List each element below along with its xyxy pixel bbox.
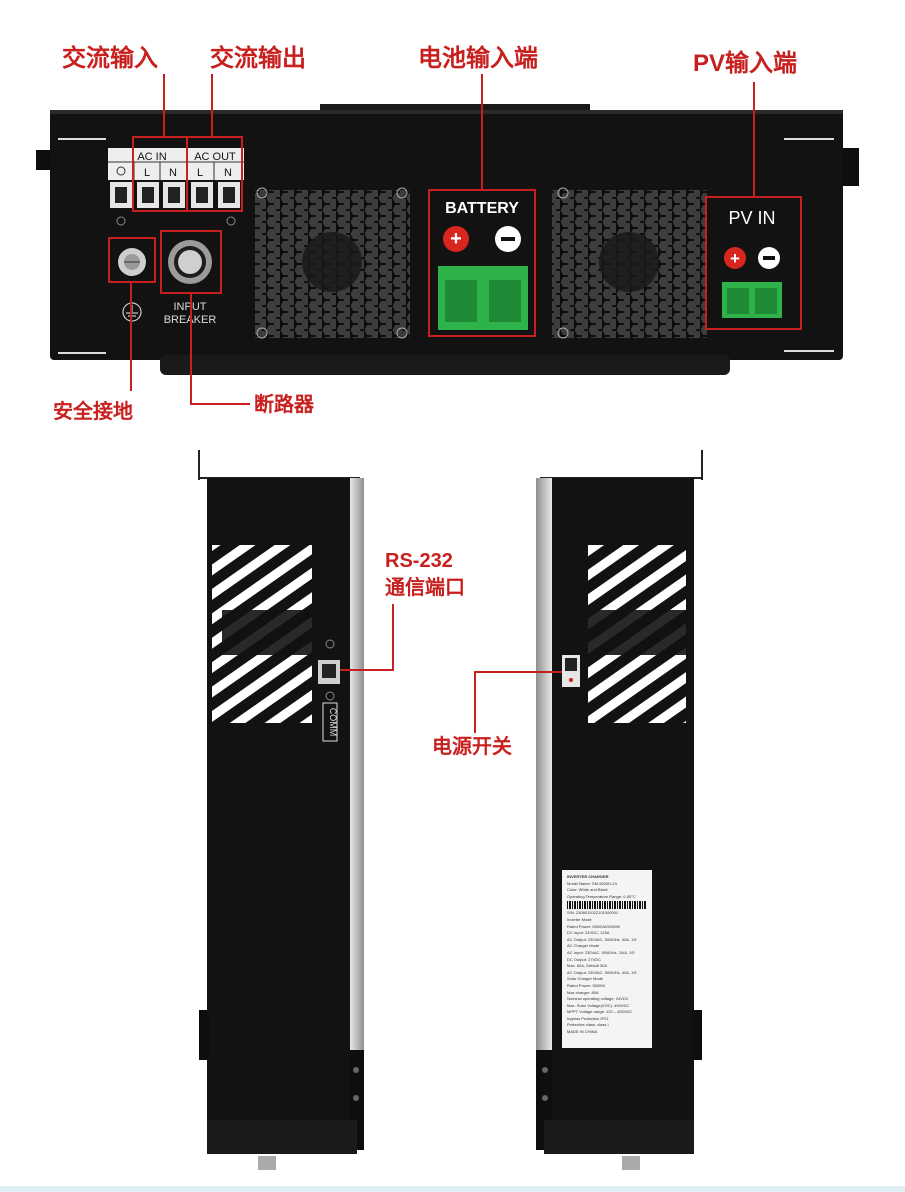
spec-label-line: MADE IN CHINA (567, 1029, 598, 1035)
breaker-leader-h (190, 403, 250, 405)
left-bottom-foot (258, 1156, 276, 1170)
pv-input-callout: PV输入端 (693, 50, 798, 77)
spec-label-line: AC Input: 230VAC, 50/60Hz, 24/A, 1Φ (567, 949, 635, 955)
spec-label-line: AC Output: 230VAC, 50/60Hz, 40A, 1Φ (567, 936, 637, 942)
svg-text:+: + (450, 228, 462, 250)
spec-label-line: Rated Power: 5000VA/5000W (567, 923, 621, 929)
rs232-callout-line2: 通信端口 (385, 577, 465, 599)
pv-plus-icon (724, 247, 746, 269)
spec-label-line: Max. 80A, Default 30A (567, 963, 608, 969)
left-side-silver-edge (350, 478, 364, 1050)
spec-label-line: Ingress Protection IP21 (567, 1015, 609, 1021)
pv-in-label: PV IN (728, 208, 775, 228)
breaker-callout: 断路器 (254, 394, 314, 416)
spec-label-line: Protective class: class I (567, 1022, 609, 1028)
safety-ground-callout: 安全接地 (53, 401, 133, 423)
spec-label-line: S/N: 2308012022101000001 (567, 910, 619, 916)
breaker-leader-v (190, 294, 192, 404)
rs232-leader-h (340, 669, 394, 671)
spec-label-line: Rated Power: 3000W (567, 982, 606, 988)
spec-label-line: Solar Charger Mode (567, 976, 604, 982)
rs232-callout-line1: RS-232 (385, 550, 453, 572)
power-switch-callout: 电源开关 (432, 736, 512, 758)
ac-input-highlight (132, 136, 188, 212)
panel-foot (160, 355, 730, 375)
spec-label-line: Model Name: SM-5000H-24 (567, 880, 617, 886)
ground-leader-v (130, 283, 132, 391)
term-l-in: L (144, 167, 150, 179)
bottom-panel-view: AC IN AC OUT L N L N INPUT BRE (36, 104, 859, 375)
spec-label-line: INVERTER CHARGER (567, 874, 609, 879)
ground-highlight (108, 237, 156, 283)
battery-leader (481, 74, 483, 189)
breaker-highlight (160, 230, 222, 294)
battery-plus-icon (443, 226, 469, 252)
right-bottom-foot (622, 1156, 640, 1170)
spec-label-line: Nominal operating voltage: 24VDC (567, 996, 629, 1002)
term-n-in: N (169, 167, 177, 179)
spec-label-line: Max charger: 80A (567, 989, 599, 995)
spec-label-line: AC Charger Mode (567, 943, 600, 949)
ac-screw-terminals (110, 182, 240, 208)
term-l-out: L (197, 167, 203, 179)
ac-input-callout: 交流输入 (62, 45, 158, 72)
spec-label-line: MPPT Voltage range: 120 – 450VDC (567, 1009, 633, 1015)
spec-label-line: DC Input: 24VDC, 125A (567, 930, 610, 936)
battery-input-callout: 电池输入端 (418, 45, 538, 72)
battery-highlight (428, 189, 536, 337)
rs232-leader-v (392, 604, 394, 670)
ac-output-leader (211, 74, 213, 136)
spec-label-line: Inverter Mode (567, 916, 592, 922)
comm-label: COMM (328, 708, 338, 737)
left-side-view: COMM (198, 450, 364, 1170)
ac-output-highlight (186, 136, 243, 212)
spec-label-line: AC Output: 230VAC, 50/60Hz, 40A, 1Φ (567, 969, 637, 975)
ground-symbol-icon (116, 166, 126, 176)
spec-label-line: Color: White and Black (567, 887, 608, 893)
pv-highlight (705, 196, 802, 330)
spec-label-line: DC Output: 27VDC (567, 956, 602, 962)
switch-leader-h (474, 671, 562, 673)
top-lip (320, 104, 590, 112)
ac-terminal-label-strip (108, 148, 244, 180)
svg-text:+: + (730, 249, 740, 268)
battery-label: BATTERY (445, 200, 519, 217)
spec-label-line: Max. Solar Voltage(VOC): 450VDC (567, 1002, 630, 1008)
right-side-view (536, 450, 703, 1170)
ac-input-leader (163, 74, 165, 136)
barcode-icon (567, 901, 647, 910)
right-side-silver-edge (536, 478, 552, 1050)
term-n-out: N (224, 167, 232, 179)
ac-in-label: AC IN (137, 151, 166, 163)
spec-label-line: Operating Temperature Range: 0-55°C (567, 893, 636, 899)
ac-out-label: AC OUT (194, 151, 236, 163)
pv-leader (753, 82, 755, 196)
bottom-strip (0, 1186, 905, 1192)
switch-leader-v (474, 671, 476, 733)
earth-ground-icon (122, 302, 142, 322)
ac-output-callout: 交流输出 (210, 45, 306, 72)
